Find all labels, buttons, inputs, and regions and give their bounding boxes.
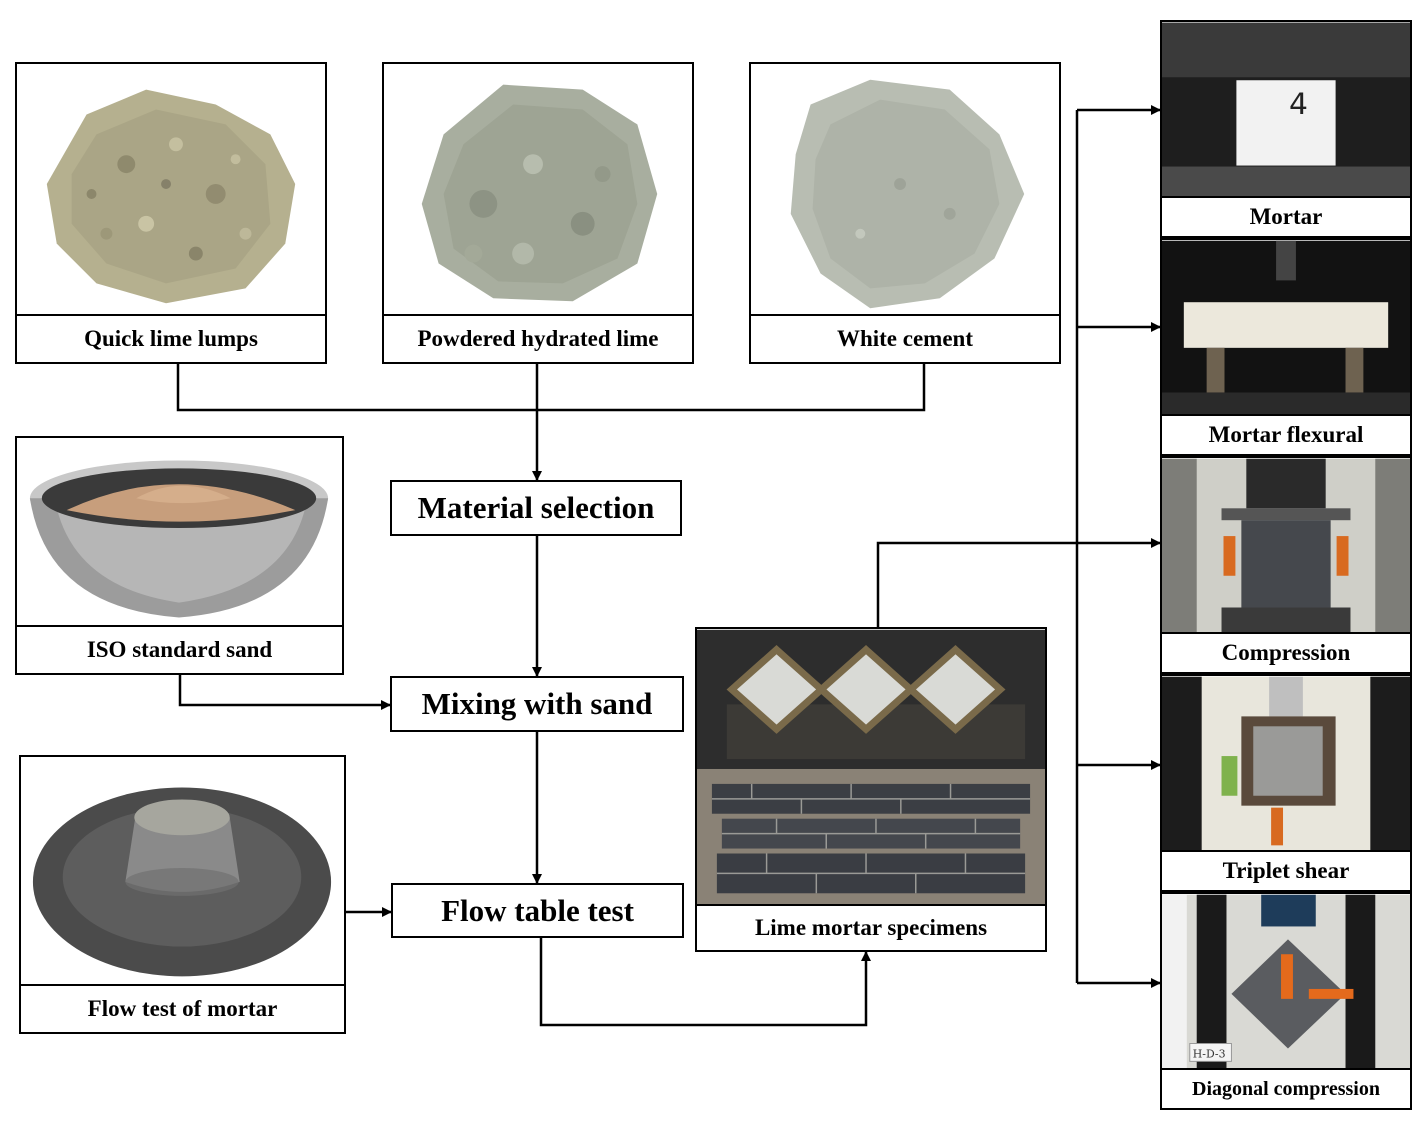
specimens-panel: Lime mortar specimens — [695, 627, 1047, 952]
hydrated-lime-caption: Powdered hydrated lime — [384, 314, 692, 362]
diagonal-test-panel: H-D-3 Diagonal compression — [1160, 892, 1412, 1110]
material-selection-box: Material selection — [390, 480, 682, 536]
sand-panel: ISO standard sand — [15, 436, 344, 675]
flow-test-photo — [21, 757, 344, 986]
specimens-to-compression-arrow — [876, 538, 1161, 627]
flow-test-caption: Flow test of mortar — [21, 984, 344, 1032]
materials-merge-line — [176, 364, 926, 412]
flexural-test-caption: Mortar flexural — [1162, 414, 1410, 454]
specimens-caption: Lime mortar specimens — [697, 904, 1045, 950]
diagonal-test-photo: H-D-3 — [1162, 894, 1410, 1070]
compression-test-photo — [1162, 458, 1410, 634]
mixing-box: Mixing with sand — [390, 676, 684, 732]
sand-to-mixing-arrow — [178, 675, 391, 710]
white-cement-panel: White cement — [749, 62, 1061, 364]
mortar-test-panel: 4 Mortar — [1160, 20, 1412, 238]
sand-photo — [17, 438, 342, 627]
quicklime-caption: Quick lime lumps — [17, 314, 325, 362]
triplet-test-panel: Triplet shear — [1160, 674, 1412, 892]
quicklime-panel: Quick lime lumps — [15, 62, 327, 364]
diagonal-tag-text: H-D-3 — [1193, 1047, 1226, 1060]
quicklime-photo — [17, 64, 325, 316]
hydrated-lime-panel: Powdered hydrated lime — [382, 62, 694, 364]
compression-test-panel: Compression — [1160, 456, 1412, 674]
white-cement-caption: White cement — [751, 314, 1059, 362]
triplet-test-caption: Triplet shear — [1162, 850, 1410, 890]
mortar-test-photo: 4 — [1162, 22, 1410, 198]
flow-table-box: Flow table test — [391, 883, 684, 938]
specimens-photo — [697, 629, 1045, 906]
white-cement-photo — [751, 64, 1059, 316]
flexural-test-photo — [1162, 240, 1410, 416]
mortar-test-caption: Mortar — [1162, 196, 1410, 236]
flexural-test-panel: Mortar flexural — [1160, 238, 1412, 456]
specimen-mark-text: 4 — [1289, 87, 1308, 122]
flow-test-panel: Flow test of mortar — [19, 755, 346, 1034]
hydrated-lime-photo — [384, 64, 692, 316]
triplet-test-photo — [1162, 676, 1410, 852]
diagonal-test-caption: Diagonal compression — [1162, 1068, 1410, 1108]
compression-test-caption: Compression — [1162, 632, 1410, 672]
sand-caption: ISO standard sand — [17, 625, 342, 673]
